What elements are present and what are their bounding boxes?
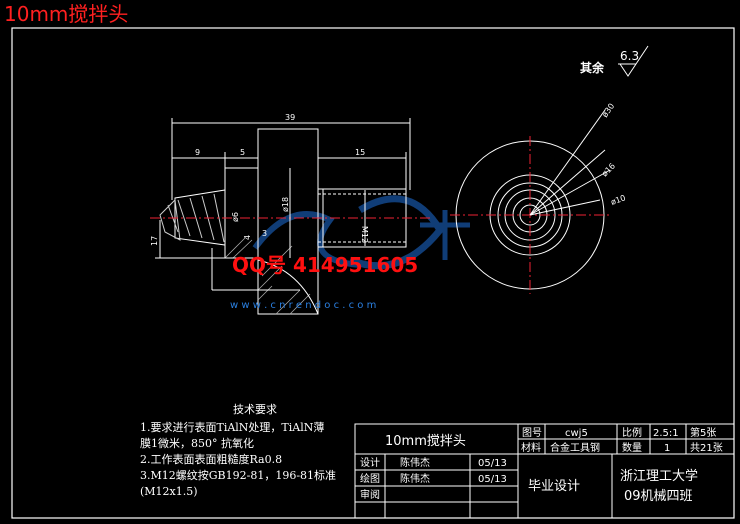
- tb-material-label: 材料: [521, 441, 541, 454]
- dim-text-17: 17: [150, 236, 159, 246]
- tb-part-name: 10mm搅拌头: [385, 433, 466, 449]
- dim-text-d6: ø6: [231, 212, 240, 222]
- neck-section: [224, 167, 259, 259]
- dim-text-m12: M12: [360, 226, 369, 243]
- side-view: [150, 118, 430, 315]
- dim-text-d16: ø16: [600, 161, 617, 178]
- tb-scale: 2.5:1: [653, 428, 679, 439]
- tech-heading: 技术要求: [233, 403, 277, 416]
- dim-text-5: 5: [240, 148, 245, 157]
- tb-design-label: 设计: [360, 456, 380, 469]
- side-dim-texts: 39 9 5 15 ø18 M12 ø6 4 17 3: [150, 113, 369, 246]
- tb-school: 浙江理工大学: [620, 468, 698, 484]
- tb-drawing-no-label: 图号: [522, 427, 542, 439]
- dim-text-9: 9: [195, 148, 200, 157]
- tb-drawing-no: cwj5: [565, 428, 588, 439]
- tb-total-sheets: 共21张: [690, 442, 723, 454]
- tb-designer: 陈伟杰: [400, 456, 430, 469]
- section-hatch: [224, 237, 311, 315]
- tech-line: 1.要求进行表面TiAlN处理，TiAlN薄: [140, 421, 325, 434]
- dim-text-15: 15: [355, 148, 365, 157]
- tb-review-label: 审阅: [360, 488, 380, 501]
- tech-line: 3.M12螺纹按GB192-81，196-81标准: [140, 469, 337, 482]
- tech-requirements: 技术要求 1.要求进行表面TiAlN处理，TiAlN薄 膜1微米，850° 抗氧…: [140, 402, 370, 500]
- tb-material: 合金工具钢: [550, 441, 600, 454]
- front-view: [450, 109, 612, 294]
- dim-text-39: 39: [285, 113, 295, 122]
- roughness-symbol: 其余 6.3: [580, 45, 649, 77]
- tb-draw-label: 绘图: [360, 472, 380, 485]
- watermark-site: w w w . c n r e n d o c . c o m: [230, 300, 376, 311]
- front-dim-texts: ø30 ø16 ø10: [600, 102, 627, 207]
- roughness-value: 6.3: [620, 49, 639, 63]
- tb-scale-label: 比例: [622, 426, 642, 439]
- title-block: [354, 423, 735, 519]
- tb-sheet: 第5张: [690, 426, 716, 439]
- dim-text-4: 4: [243, 235, 252, 240]
- tb-drafter: 陈伟杰: [400, 472, 430, 485]
- dim-text-3: 3: [262, 229, 267, 238]
- drawing-tab-title: 10mm搅拌头: [4, 2, 129, 26]
- tech-line: 膜1微米，850° 抗氧化: [140, 437, 254, 450]
- watermark-logo: [252, 195, 470, 270]
- dim-text-d18: ø18: [281, 197, 290, 212]
- tb-design-date: 05/13: [478, 458, 507, 469]
- roughness-label: 其余: [580, 60, 605, 75]
- tb-qty: 1: [664, 443, 670, 454]
- tb-project: 毕业设计: [528, 479, 580, 494]
- tb-draw-date: 05/13: [478, 474, 507, 485]
- tb-qty-label: 数量: [622, 441, 642, 454]
- title-block-texts: 10mm搅拌头 图号 cwj5 比例 2.5:1 第5张 材料 合金工具钢 数量…: [360, 426, 723, 504]
- dim-text-d10: ø10: [610, 193, 627, 207]
- dim-text-d30: ø30: [600, 102, 616, 120]
- tech-line: (M12x1.5): [140, 485, 198, 498]
- tb-class: 09机械四班: [624, 489, 693, 504]
- watermark-qq: QQ号 414951605: [232, 253, 418, 277]
- tech-line: 2.工作表面表面粗糙度Ra0.8: [140, 453, 283, 466]
